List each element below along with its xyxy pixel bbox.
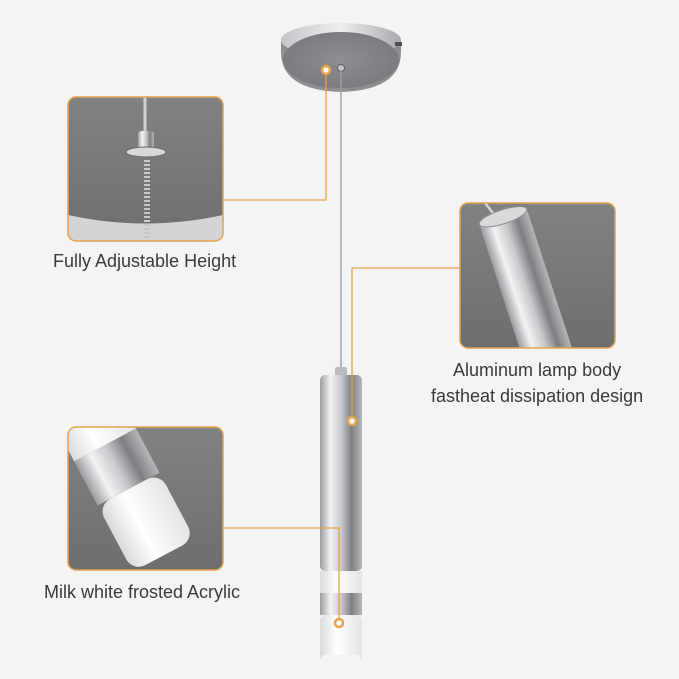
callout-label-aluminum: Aluminum lamp body fastheat dissipation … (431, 357, 643, 409)
callout-dot-height (320, 64, 332, 76)
callout-line-height (224, 70, 327, 201)
callout-lines (224, 70, 460, 623)
ceiling-canopy (281, 23, 402, 92)
callout-label-height: Fully Adjustable Height (53, 251, 237, 271)
callout-line-acrylic (224, 527, 340, 623)
pendant-lamp (320, 367, 362, 661)
callout-line-aluminum (351, 267, 460, 421)
callout-dot-aluminum (346, 415, 358, 427)
callout-label-aluminum-line2: fastheat dissipation design (431, 386, 644, 406)
inset-adjustable-height (67, 96, 224, 242)
callout-label-acrylic: Milk white frosted Acrylic (44, 582, 241, 602)
inset-frosted-acrylic (67, 426, 224, 571)
inset-aluminum-body (459, 202, 616, 349)
callout-dot-acrylic (333, 617, 345, 629)
callout-label-aluminum-line1: Aluminum lamp body (453, 360, 622, 380)
